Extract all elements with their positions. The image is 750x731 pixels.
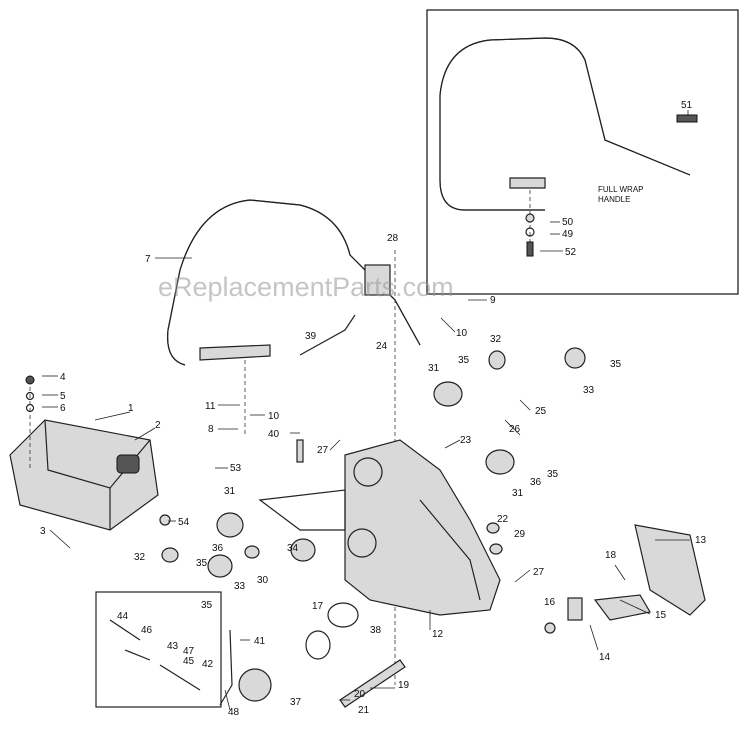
label-31c: 31 bbox=[512, 488, 524, 499]
full-wrap-handle-inset: FULL WRAP HANDLE bbox=[426, 9, 739, 295]
label-20: 20 bbox=[354, 689, 366, 700]
label-4: 4 bbox=[60, 372, 66, 383]
label-24: 24 bbox=[376, 341, 388, 352]
hardware-parts bbox=[95, 264, 706, 708]
label-15: 15 bbox=[655, 610, 667, 621]
inset-caption-line2: HANDLE bbox=[598, 195, 630, 204]
label-2: 2 bbox=[155, 420, 161, 431]
label-35e: 35 bbox=[201, 600, 213, 611]
label-11: 11 bbox=[205, 401, 216, 412]
label-38: 38 bbox=[370, 625, 382, 636]
label-35a: 35 bbox=[458, 355, 470, 366]
label-10a: 10 bbox=[456, 328, 468, 339]
label-29: 29 bbox=[514, 529, 526, 540]
label-7: 7 bbox=[145, 254, 151, 265]
label-17: 17 bbox=[312, 601, 324, 612]
label-42: 42 bbox=[202, 659, 214, 670]
label-10b: 10 bbox=[268, 411, 280, 422]
crankcase bbox=[258, 439, 501, 630]
label-25: 25 bbox=[535, 406, 547, 417]
label-33a: 33 bbox=[583, 385, 595, 396]
label-36a: 36 bbox=[530, 477, 542, 488]
label-52: 52 bbox=[565, 247, 577, 258]
label-35b: 35 bbox=[610, 359, 622, 370]
label-28: 28 bbox=[387, 233, 399, 244]
label-47: 47 bbox=[183, 646, 195, 657]
label-51: 51 bbox=[681, 100, 693, 111]
label-19: 19 bbox=[398, 680, 410, 691]
label-6: 6 bbox=[60, 403, 66, 414]
label-44: 44 bbox=[117, 611, 129, 622]
label-31a: 31 bbox=[428, 363, 440, 374]
label-14: 14 bbox=[599, 652, 611, 663]
label-39: 39 bbox=[305, 331, 317, 342]
label-13: 13 bbox=[695, 535, 707, 546]
label-1: 1 bbox=[128, 403, 134, 414]
label-43: 43 bbox=[167, 641, 179, 652]
label-32a: 32 bbox=[490, 334, 502, 345]
label-30: 30 bbox=[257, 575, 269, 586]
label-16: 16 bbox=[544, 597, 556, 608]
watermark: eReplacementParts.com bbox=[158, 272, 454, 302]
label-45: 45 bbox=[183, 656, 195, 667]
label-48: 48 bbox=[228, 707, 240, 718]
label-33b: 33 bbox=[234, 581, 246, 592]
label-50: 50 bbox=[562, 217, 574, 228]
inset-caption-line1: FULL WRAP bbox=[598, 185, 644, 194]
leader-lines bbox=[49, 299, 690, 711]
label-18: 18 bbox=[605, 550, 617, 561]
label-27a: 27 bbox=[317, 445, 329, 456]
label-8: 8 bbox=[208, 424, 214, 435]
label-34: 34 bbox=[287, 543, 299, 554]
label-12: 12 bbox=[432, 629, 444, 640]
label-46: 46 bbox=[141, 625, 153, 636]
label-41: 41 bbox=[254, 636, 266, 647]
label-23: 23 bbox=[460, 435, 472, 446]
part-labels: 1 2 3 4 5 6 7 8 9 10 10 11 12 13 14 15 1… bbox=[40, 100, 707, 718]
label-27b: 27 bbox=[533, 567, 545, 578]
label-35c: 35 bbox=[547, 469, 559, 480]
label-53: 53 bbox=[230, 463, 242, 474]
cylinder-cover bbox=[9, 375, 159, 531]
label-35d: 35 bbox=[196, 558, 208, 569]
label-37: 37 bbox=[290, 697, 302, 708]
label-22: 22 bbox=[497, 514, 509, 525]
label-40: 40 bbox=[268, 429, 280, 440]
label-9: 9 bbox=[490, 295, 496, 306]
label-54: 54 bbox=[178, 517, 190, 528]
label-5: 5 bbox=[60, 391, 66, 402]
label-32b: 32 bbox=[134, 552, 146, 563]
label-21: 21 bbox=[358, 705, 370, 716]
label-3: 3 bbox=[40, 526, 46, 537]
label-31b: 31 bbox=[224, 486, 236, 497]
label-49: 49 bbox=[562, 229, 574, 240]
label-36b: 36 bbox=[212, 543, 224, 554]
